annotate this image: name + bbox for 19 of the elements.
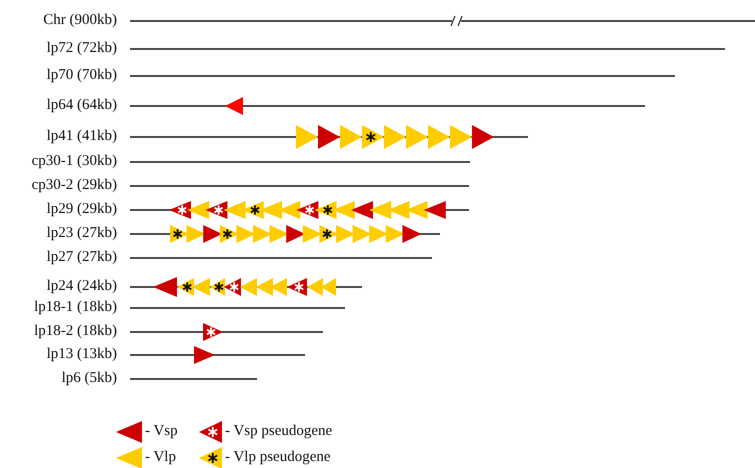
plasmid-label: lp70 (70kb) — [46, 66, 117, 84]
plasmid-label: lp24 (24kb) — [46, 277, 117, 295]
legend-text: - Vlp pseudogene — [225, 448, 331, 466]
plasmid-label: lp18-1 (18kb) — [34, 298, 117, 316]
legend-text: - Vsp — [145, 422, 178, 440]
plasmid-label: cp30-2 (29kb) — [32, 176, 117, 194]
plasmid-label: lp18-2 (18kb) — [34, 322, 117, 340]
plasmid-label: lp29 (29kb) — [46, 200, 117, 218]
plasmid-label: cp30-1 (30kb) — [32, 152, 117, 170]
legend-text: - Vsp pseudogene — [225, 422, 332, 440]
plasmid-label: lp13 (13kb) — [46, 345, 117, 363]
legend-text: - Vlp — [145, 448, 176, 466]
plasmid-label: lp27 (27kb) — [46, 248, 117, 266]
plasmid-label: lp72 (72kb) — [46, 39, 117, 57]
plasmid-label: lp64 (64kb) — [46, 96, 117, 114]
plasmid-label: lp41 (41kb) — [46, 127, 117, 145]
plasmid-label: lp23 (27kb) — [46, 224, 117, 242]
plasmid-label: Chr (900kb) — [43, 11, 117, 29]
plasmid-label: lp6 (5kb) — [62, 369, 117, 387]
